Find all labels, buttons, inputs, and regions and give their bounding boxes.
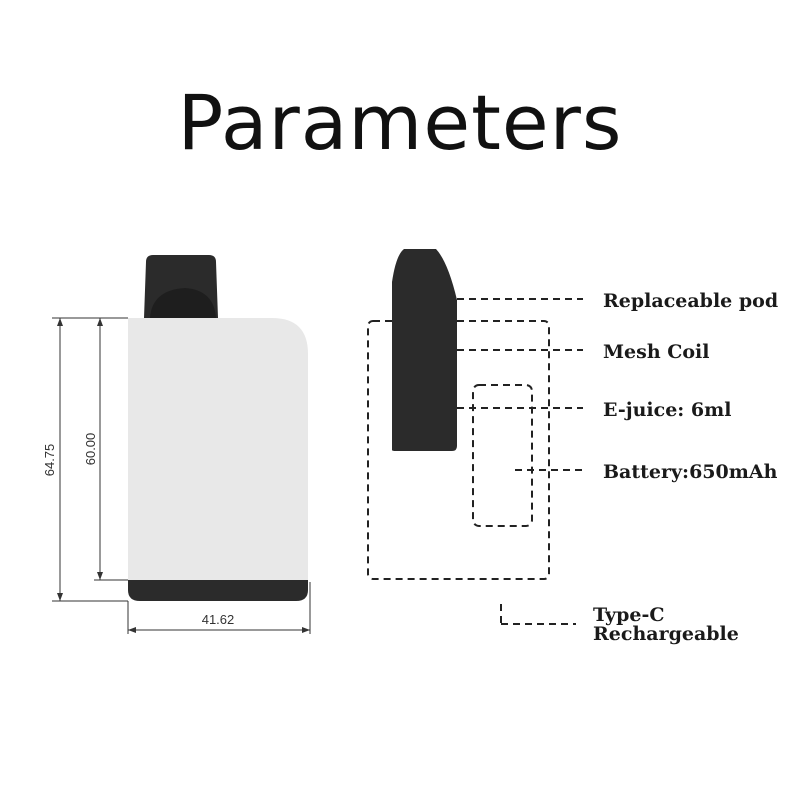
device-front-view [128, 255, 308, 601]
mouthpiece-shadow [150, 288, 216, 318]
label-replaceable-pod: Replaceable pod [603, 290, 778, 312]
label-rechargeable: Rechargeable [593, 623, 739, 645]
dimension-lines [52, 317, 311, 634]
label-battery: Battery:650mAh [603, 461, 778, 483]
label-mesh-coil: Mesh Coil [603, 341, 709, 363]
page-title: Parameters [177, 78, 623, 167]
outer-casing-outline [367, 320, 550, 580]
width-label: 41.62 [202, 612, 235, 627]
body-height-label: 60.00 [83, 433, 98, 466]
label-ejuice: E-juice: 6ml [603, 399, 731, 421]
internal-schematic [367, 249, 550, 580]
device-base [128, 580, 308, 601]
replaceable-pod-shape [392, 249, 457, 451]
label-typec: Type-C [593, 604, 664, 626]
battery-outline [472, 384, 533, 527]
dimension-arrows [57, 318, 310, 633]
device-body [128, 318, 308, 580]
leader-lines [457, 298, 583, 625]
total-height-label: 64.75 [42, 444, 57, 477]
